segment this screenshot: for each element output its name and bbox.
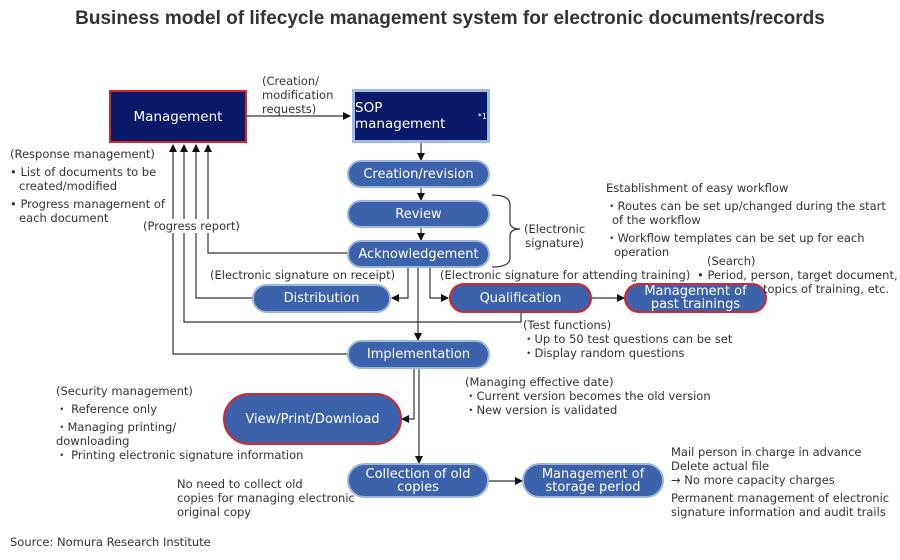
arrow-ack-to-qualification [429, 267, 449, 302]
collection-label-1: Collection of old [365, 466, 471, 482]
implementation-node[interactable]: Implementation [347, 340, 490, 369]
qualification-label: Qualification [479, 290, 562, 306]
creation-revision-node[interactable]: Creation/revision [347, 160, 490, 188]
past-trainings-label-1: Management of [644, 284, 747, 299]
feedback-qualification [180, 144, 522, 323]
esignature-brace [491, 194, 521, 268]
security-management-note: (Security management) ・ Reference only ・… [56, 384, 304, 462]
sop-label: SOP management [355, 100, 446, 132]
effective-date-note: (Managing effective date) ・Current versi… [465, 375, 711, 417]
storage-label-1: Management of [541, 466, 645, 482]
distribution-label: Distribution [283, 291, 360, 306]
progress-report-label: (Progress report) [143, 219, 240, 233]
management-box[interactable]: Management [109, 90, 247, 143]
esig-receipt-label: (Electronic signature on receipt) [210, 268, 396, 282]
test-functions-note: (Test functions) ・Up to 50 test question… [523, 318, 733, 360]
past-trainings-label-2: past trainings [650, 297, 741, 312]
implementation-label: Implementation [366, 347, 471, 362]
acknowledgement-label: Acknowledgement [358, 246, 479, 262]
distribution-node[interactable]: Distribution [252, 284, 391, 313]
arrow-ack-to-distribution [391, 267, 409, 302]
storage-notes: Mail person in charge in advance Delete … [671, 445, 890, 519]
management-label: Management [133, 108, 223, 125]
creation-label: Creation/revision [363, 166, 474, 182]
esig-training-label: (Electronic signature for attending trai… [440, 268, 691, 282]
sop-footnote: *1 [477, 111, 487, 121]
feedback-ack [204, 144, 350, 254]
storage-label-2: storage period [545, 479, 641, 495]
review-label: Review [395, 206, 442, 222]
qualification-node[interactable]: Qualification [449, 283, 592, 313]
collection-label-2: copies [397, 479, 439, 495]
source-note: Source: Nomura Research Institute [10, 535, 211, 549]
search-note: (Search) • Period, person, target docume… [697, 254, 898, 296]
view-print-download-label: View/Print/Download [245, 411, 380, 427]
workflow-note: Establishment of easy workflow ・Routes c… [606, 181, 886, 259]
response-title: (Response management) [10, 147, 155, 161]
view-print-download-node[interactable]: View/Print/Download [223, 393, 402, 445]
sop-management-box[interactable]: SOP management *1 [352, 89, 490, 143]
acknowledgement-node[interactable]: Acknowledgement [347, 240, 490, 268]
feedback-distribution [192, 144, 253, 299]
arrow-impl-to-view [401, 369, 415, 423]
diagram-title: Business model of lifecycle management s… [75, 8, 825, 29]
response-management-note: (Response management) • List of document… [10, 147, 165, 225]
review-node[interactable]: Review [347, 200, 490, 228]
feedback-implementation [169, 144, 350, 355]
